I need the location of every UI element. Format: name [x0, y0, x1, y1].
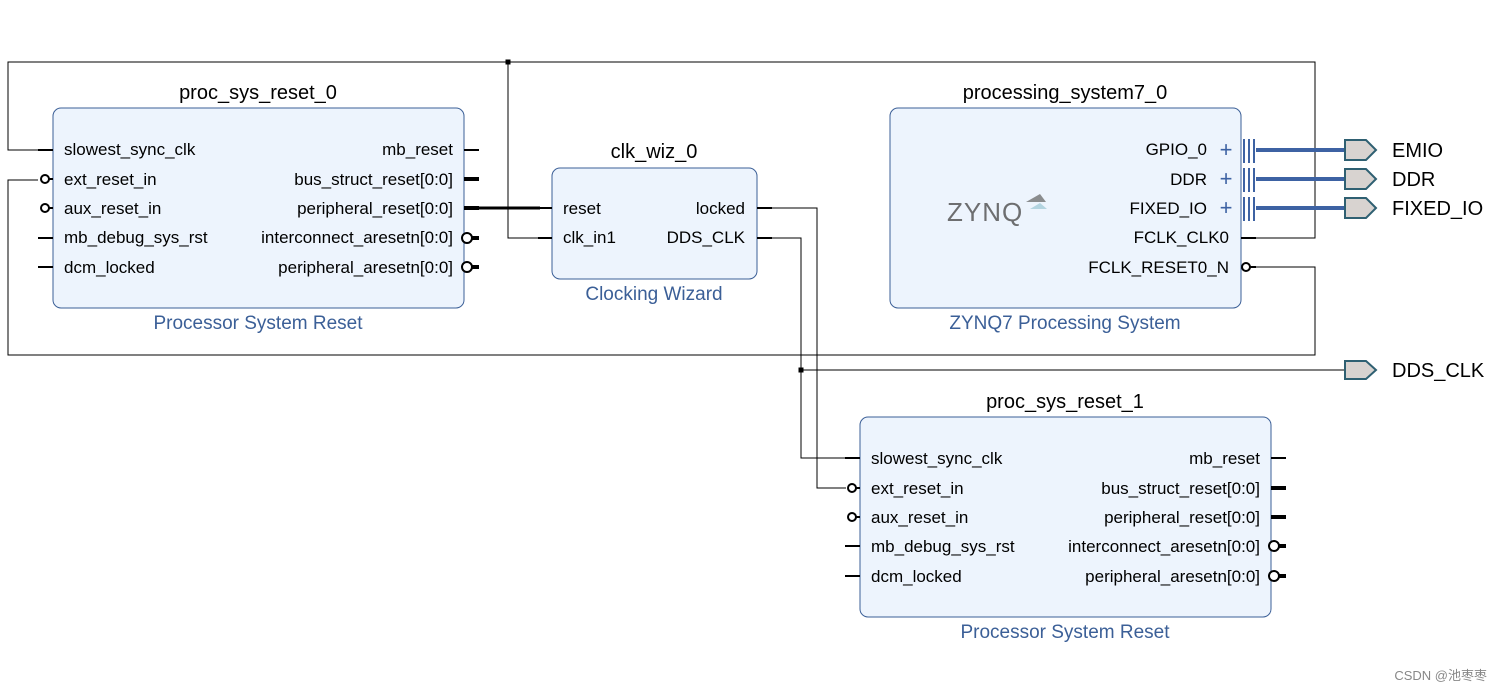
block-type-name: Clocking Wizard [585, 284, 722, 305]
pin-aux-reset-in[interactable] [40, 203, 50, 213]
net-dds-clk[interactable] [770, 237, 846, 459]
block-instance-name: proc_sys_reset_1 [986, 391, 1144, 413]
port-label: peripheral_reset[0:0] [297, 199, 453, 218]
pin-ext-reset-in[interactable] [40, 174, 50, 184]
zynq-logo-text: ZYNQ [947, 197, 1023, 227]
net-junction [505, 59, 511, 65]
pin-ddr[interactable]: + [1220, 166, 1255, 192]
block-type-name: Processor System Reset [153, 313, 363, 334]
block-type-name: Processor System Reset [960, 622, 1170, 643]
external-port-label: DDS_CLK [1392, 360, 1485, 382]
port-label: bus_struct_reset[0:0] [294, 170, 453, 189]
expand-plus-icon[interactable]: + [1220, 166, 1233, 191]
port-label: interconnect_aresetn[0:0] [1068, 537, 1260, 556]
net-fclk-reset0-n[interactable] [7, 179, 1316, 356]
watermark: CSDN @池枣枣 [1394, 668, 1487, 683]
pin-aux-reset-in[interactable] [847, 512, 857, 522]
pin-peripheral-aresetn[interactable] [461, 261, 473, 273]
net-junction [798, 367, 804, 373]
pin-interconnect-aresetn[interactable] [1268, 540, 1280, 552]
external-port-label: EMIO [1392, 140, 1443, 162]
block-type-name: ZYNQ7 Processing System [949, 313, 1180, 334]
net-locked[interactable] [770, 207, 846, 489]
zynq-logo-mark [1030, 203, 1047, 209]
port-label: peripheral_aresetn[0:0] [278, 258, 453, 277]
pin-fclk-reset0-n[interactable] [1241, 262, 1251, 272]
port-label: FCLK_RESET0_N [1088, 258, 1229, 277]
external-port-emio[interactable]: EMIO [1344, 139, 1443, 162]
port-label: mb_debug_sys_rst [64, 228, 208, 247]
port-label: locked [696, 199, 745, 218]
zynq-logo: ZYNQ [947, 194, 1047, 227]
port-label: interconnect_aresetn[0:0] [261, 228, 453, 247]
pin-interconnect-aresetn[interactable] [461, 232, 473, 244]
output-port-arrow-icon[interactable] [1344, 360, 1378, 380]
port-label: DDS_CLK [667, 228, 746, 247]
block-instance-name: clk_wiz_0 [611, 141, 698, 163]
pin-fixed-io[interactable]: + [1220, 195, 1255, 221]
output-port-arrow-icon[interactable] [1344, 168, 1378, 190]
zynq-logo-mark [1026, 194, 1046, 202]
port-label: dcm_locked [871, 567, 962, 586]
port-label: FCLK_CLK0 [1134, 228, 1229, 247]
block-instance-name: processing_system7_0 [963, 82, 1168, 104]
port-label: DDR [1170, 170, 1207, 189]
port-label: clk_in1 [563, 228, 616, 247]
port-label: aux_reset_in [64, 199, 161, 218]
net-fclk-clk0-to-clkin1[interactable] [507, 62, 540, 239]
block-proc-sys-reset-0[interactable]: proc_sys_reset_0 Processor System Reset … [38, 82, 479, 334]
port-label: mb_reset [382, 140, 453, 159]
external-port-ddr[interactable]: DDR [1344, 168, 1435, 191]
external-port-label: FIXED_IO [1392, 198, 1483, 220]
port-label: mb_debug_sys_rst [871, 537, 1015, 556]
block-proc-sys-reset-1[interactable]: proc_sys_reset_1 Processor System Reset … [845, 391, 1286, 643]
block-body[interactable] [889, 107, 1242, 309]
port-label: mb_reset [1189, 449, 1260, 468]
port-label: peripheral_reset[0:0] [1104, 508, 1260, 527]
port-label: ext_reset_in [871, 479, 964, 498]
block-instance-name: proc_sys_reset_0 [179, 82, 337, 104]
pin-peripheral-aresetn[interactable] [1268, 570, 1280, 582]
external-port-label: DDR [1392, 169, 1435, 191]
port-label: bus_struct_reset[0:0] [1101, 479, 1260, 498]
port-label: reset [563, 199, 601, 218]
output-port-arrow-icon[interactable] [1344, 197, 1378, 219]
port-label: slowest_sync_clk [64, 140, 196, 159]
pin-gpio-0[interactable]: + [1220, 137, 1255, 163]
external-port-dds-clk[interactable]: DDS_CLK [1344, 360, 1485, 382]
port-label: GPIO_0 [1146, 140, 1207, 159]
expand-plus-icon[interactable]: + [1220, 195, 1233, 220]
port-label: ext_reset_in [64, 170, 157, 189]
port-label: FIXED_IO [1130, 199, 1207, 218]
external-port-fixed-io[interactable]: FIXED_IO [1344, 197, 1483, 220]
output-port-arrow-icon[interactable] [1344, 139, 1378, 161]
net-fclk-clk0[interactable] [7, 61, 1316, 239]
block-body[interactable] [551, 167, 758, 280]
wires [7, 59, 1345, 489]
block-processing-system7-0[interactable]: processing_system7_0 ZYNQ7 Processing Sy… [889, 82, 1256, 334]
port-label: aux_reset_in [871, 508, 968, 527]
port-label: slowest_sync_clk [871, 449, 1003, 468]
expand-plus-icon[interactable]: + [1220, 137, 1233, 162]
port-label: dcm_locked [64, 258, 155, 277]
pin-ext-reset-in[interactable] [847, 483, 857, 493]
port-label: peripheral_aresetn[0:0] [1085, 567, 1260, 586]
block-clk-wiz-0[interactable]: clk_wiz_0 Clocking Wizard reset clk_in1 … [538, 141, 772, 305]
